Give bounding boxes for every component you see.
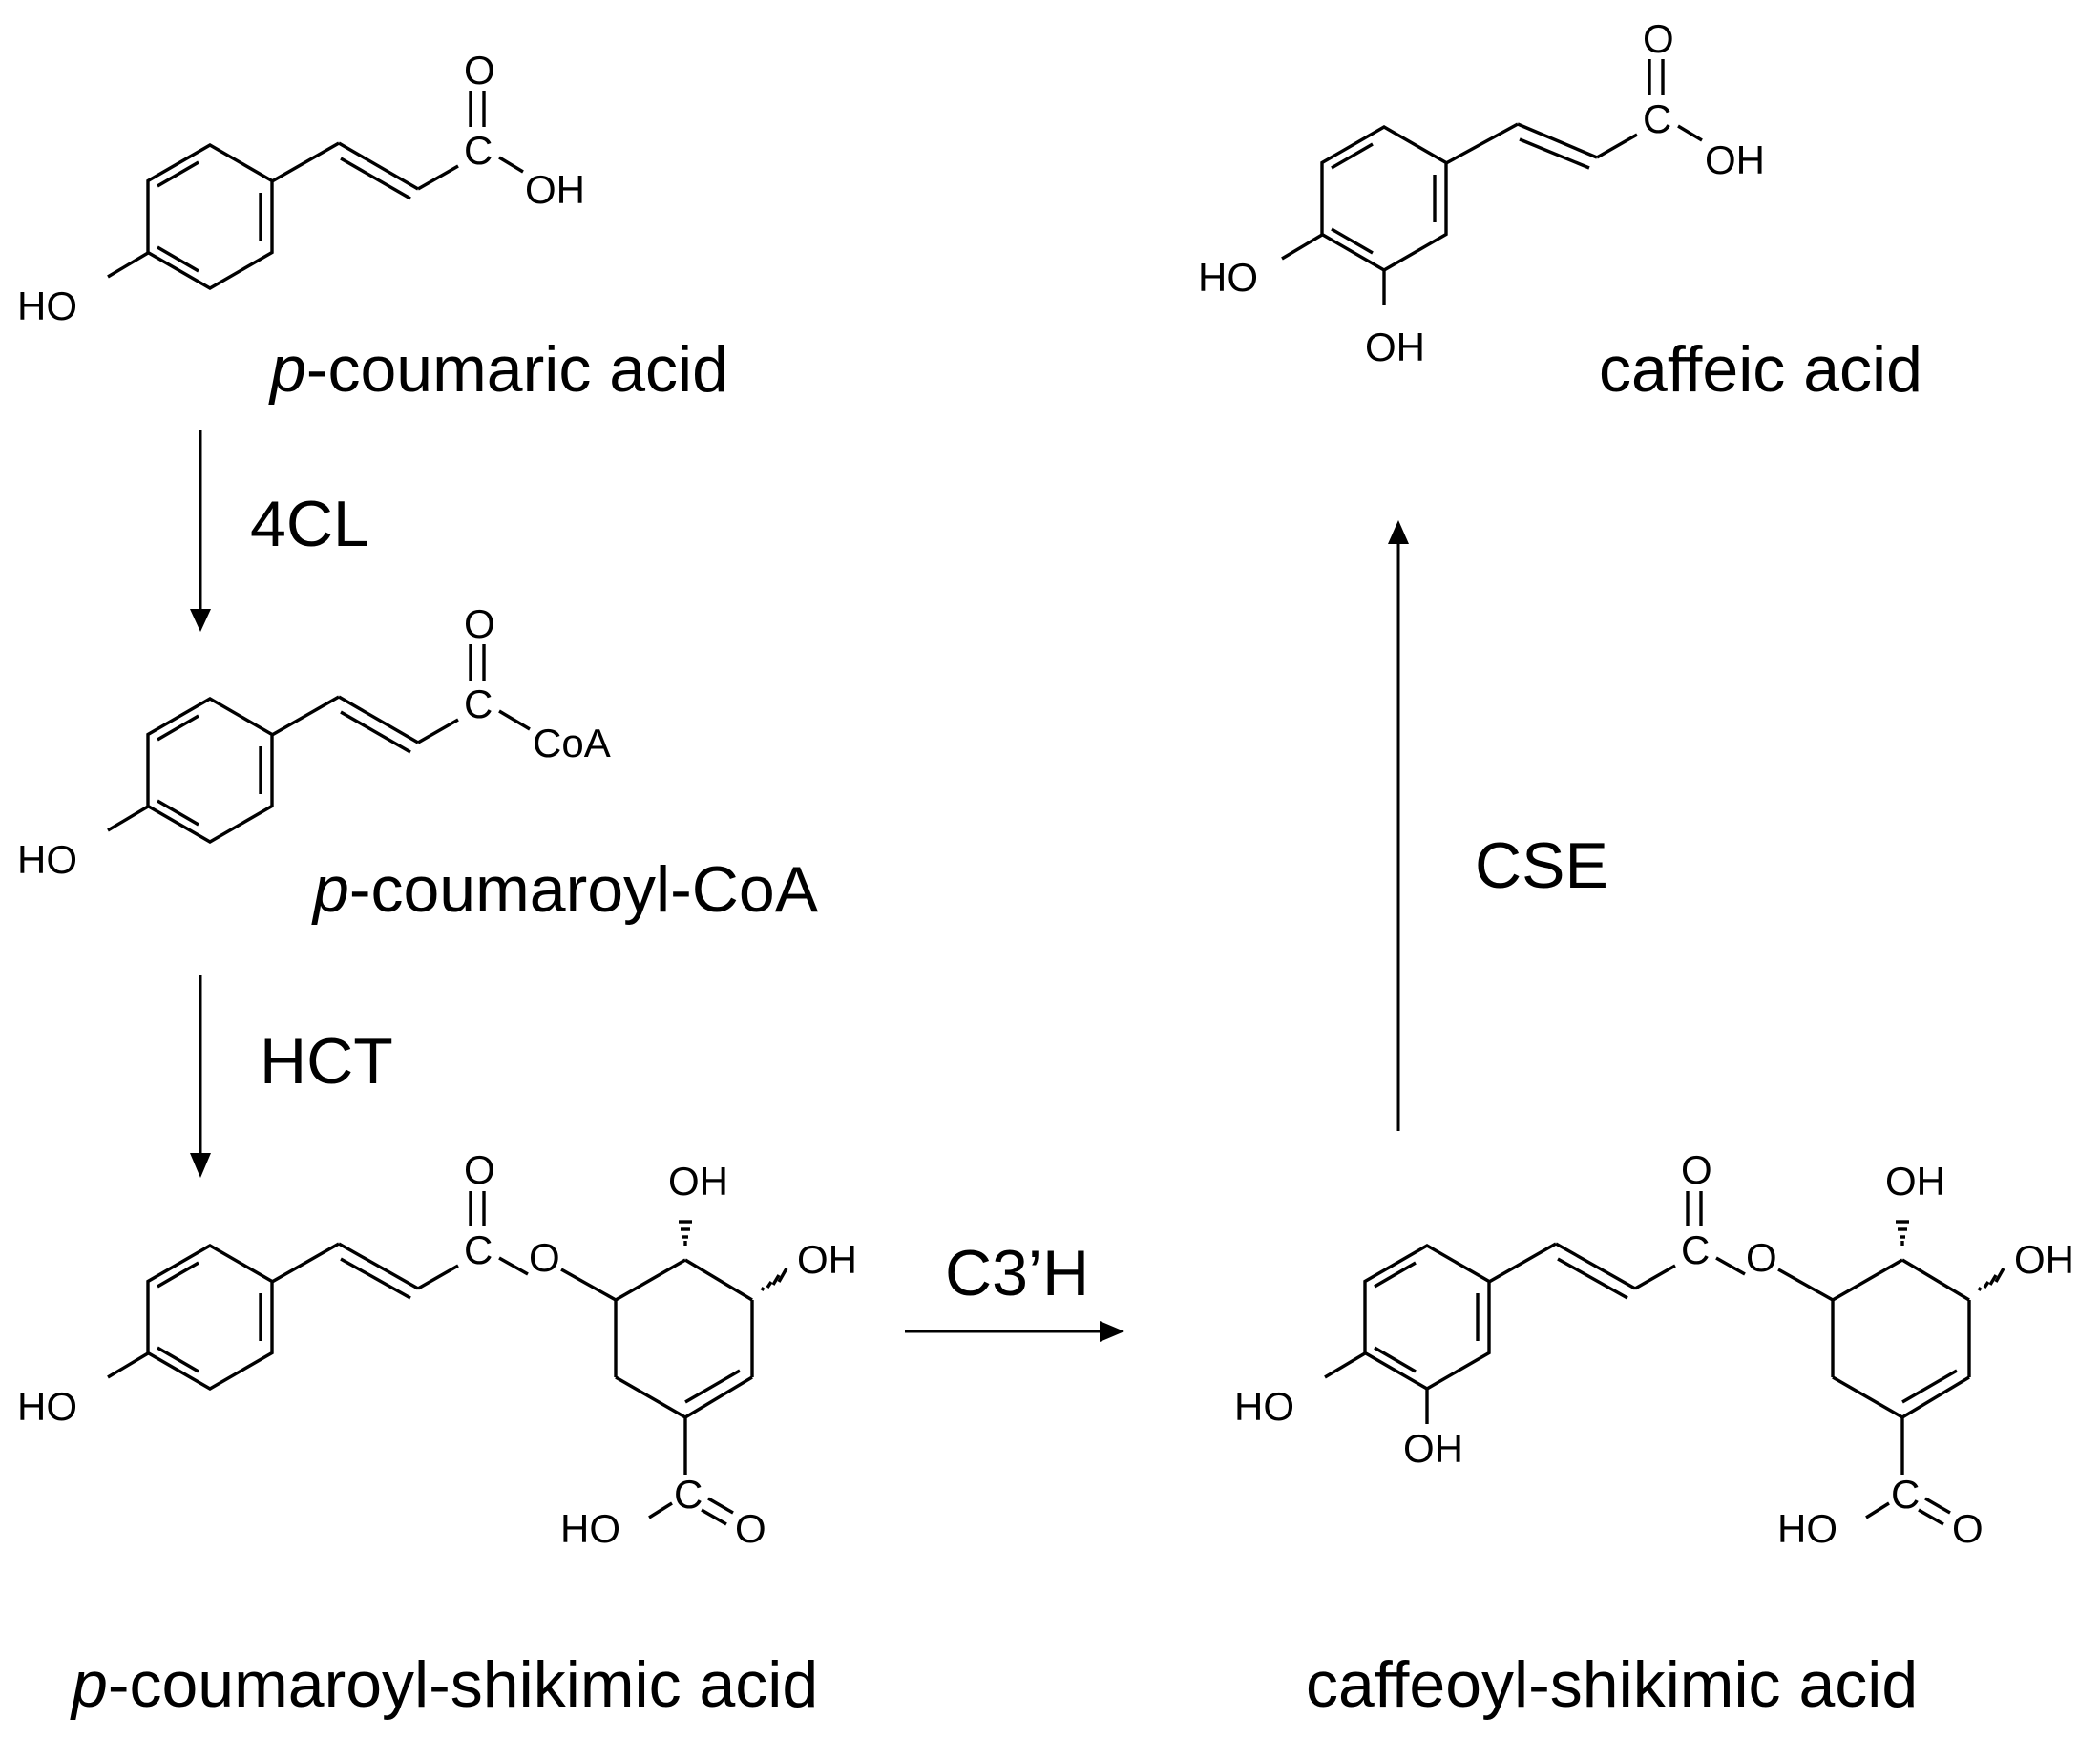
hydroxyl-label: HO [17, 283, 77, 328]
hydroxyl-label: HO [1234, 1384, 1294, 1429]
reaction-arrow-cse [1388, 520, 1409, 1131]
hydroxyl-label: OH [1403, 1426, 1463, 1471]
enzyme-label-4cl: 4CL [250, 488, 369, 560]
carbonyl-oxygen-label: O [464, 1147, 495, 1192]
hydroxyl-label: HO [1198, 255, 1258, 300]
enzyme-label-cse: CSE [1475, 829, 1608, 902]
p-coumaroyl-shikimic-acid-structure: HO C O O OH OH [17, 1147, 857, 1551]
coa-label: CoA [533, 721, 611, 765]
p-coumaroyl-coa-structure: HO C O CoA [17, 601, 611, 882]
ester-oxygen-label: O [529, 1235, 560, 1280]
p-coumaric-acid-structure: HO C O OH [17, 48, 585, 328]
carbon-label: C [1681, 1227, 1710, 1272]
hydroxyl-label: HO [560, 1506, 620, 1551]
carbonyl-oxygen-label: O [464, 601, 495, 646]
compound-name-p-coumaroyl-shikimic-acid: p-coumaroyl-shikimic acid [70, 1648, 818, 1721]
compound-name-p-coumaric-acid: p-coumaric acid [268, 333, 728, 406]
compound-name-caffeoyl-shikimic-acid: caffeoyl-shikimic acid [1306, 1648, 1918, 1721]
reaction-arrow-hct [190, 975, 211, 1178]
carbon-label: C [464, 681, 493, 726]
reaction-arrow-c3h [905, 1321, 1124, 1342]
hydroxyl-label: OH [668, 1159, 728, 1204]
hydroxyl-label: OH [525, 167, 585, 212]
enzyme-label-hct: HCT [260, 1025, 393, 1098]
carbon-label: C [674, 1472, 703, 1517]
carbonyl-oxygen-label: O [464, 48, 495, 93]
hydroxyl-label: OH [1885, 1159, 1945, 1204]
compound-name-caffeic-acid: caffeic acid [1599, 333, 1922, 406]
carbon-label: C [464, 128, 493, 173]
reaction-arrow-4cl [190, 430, 211, 632]
carbonyl-oxygen-label: O [735, 1506, 766, 1551]
caffeic-acid-structure: HO OH C O OH [1198, 16, 1765, 369]
hydroxyl-label: OH [1365, 325, 1425, 369]
hydroxyl-label: OH [797, 1237, 857, 1282]
carbonyl-oxygen-label: O [1681, 1147, 1712, 1192]
compound-name-p-coumaroyl-coa: p-coumaroyl-CoA [311, 853, 819, 926]
carbonyl-oxygen-label: O [1643, 16, 1674, 61]
hydroxyl-label: HO [17, 1384, 77, 1429]
ester-oxygen-label: O [1746, 1235, 1777, 1280]
carbon-label: C [1891, 1472, 1920, 1517]
carbon-label: C [464, 1227, 493, 1272]
hydroxyl-label: OH [2014, 1237, 2074, 1282]
caffeoyl-shikimic-acid-structure: HO OH C O O OH OH [1234, 1147, 2074, 1551]
hydroxyl-label: OH [1705, 137, 1765, 182]
carbonyl-oxygen-label: O [1952, 1506, 1984, 1551]
enzyme-label-c3h: C3’H [945, 1237, 1089, 1309]
hydroxyl-label: HO [1777, 1506, 1838, 1551]
carbon-label: C [1643, 96, 1671, 141]
hydroxyl-label: HO [17, 837, 77, 882]
